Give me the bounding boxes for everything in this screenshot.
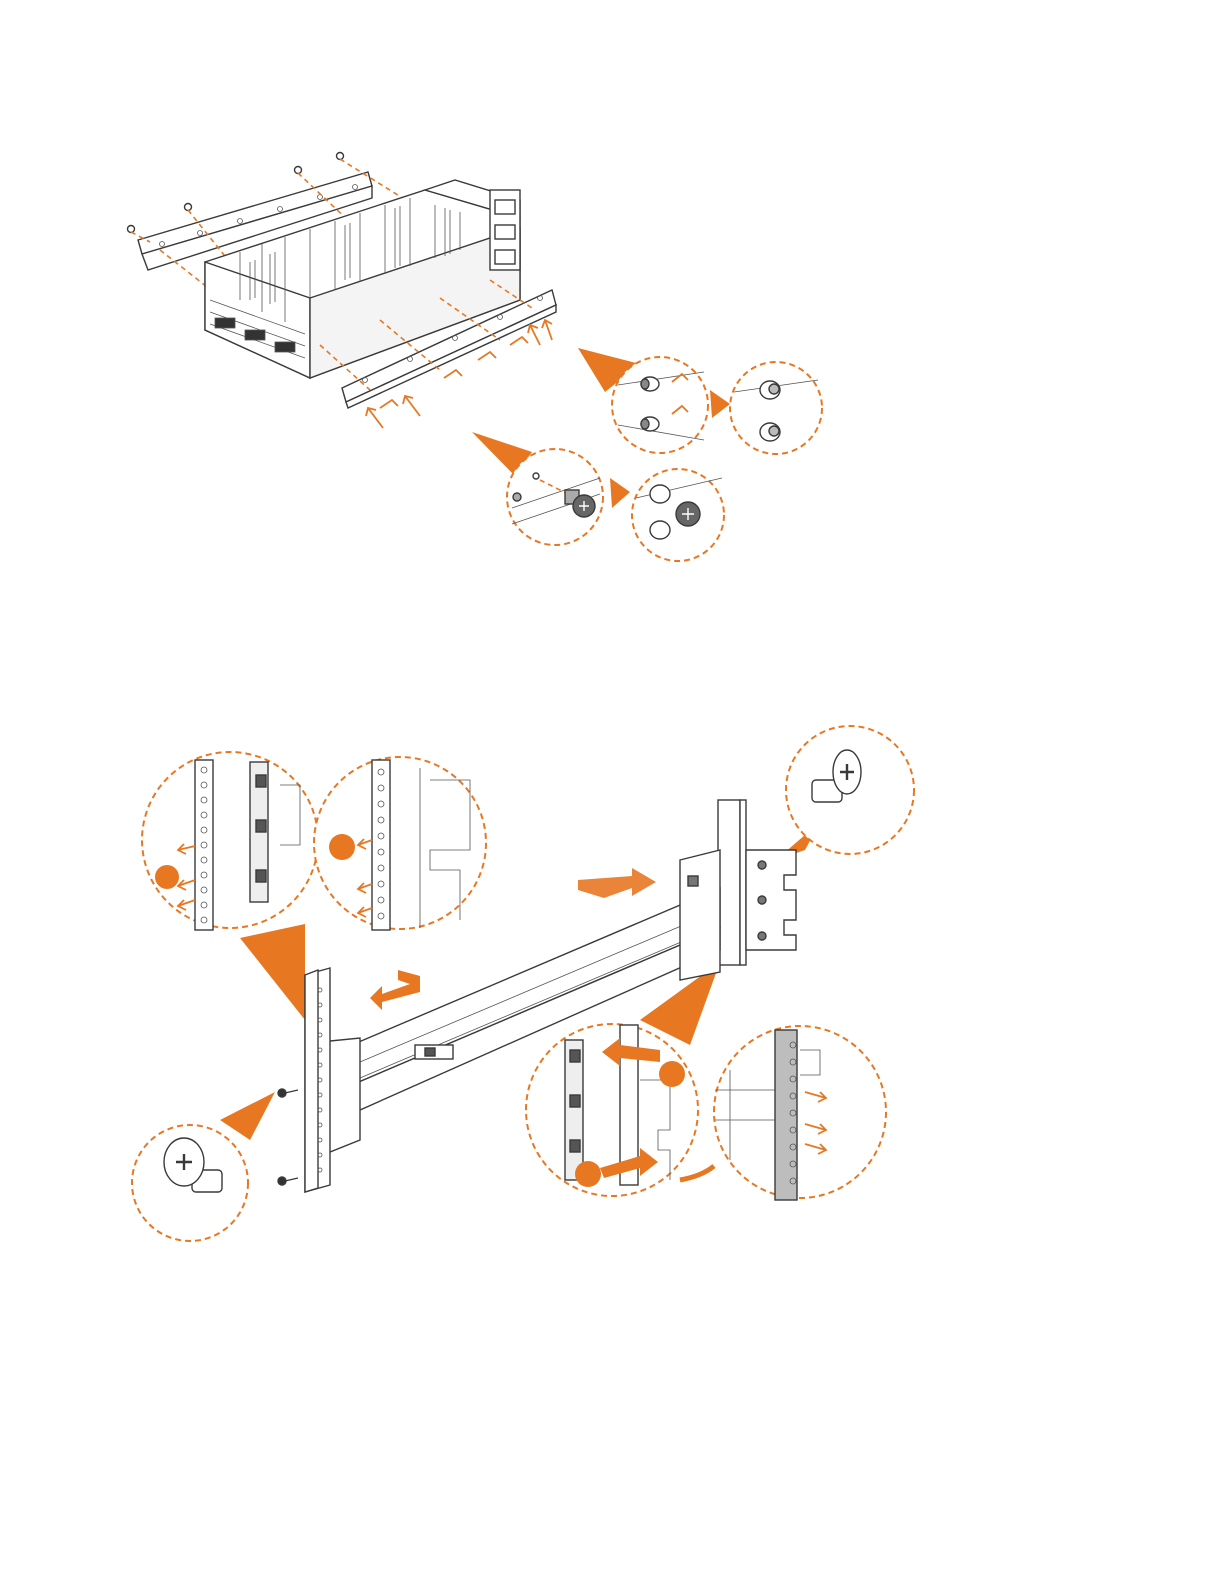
front-rail-seated-detail	[314, 757, 486, 930]
front-rail-latch-detail	[142, 752, 318, 930]
rack-rail-figure	[0, 700, 1224, 1280]
step-marker	[155, 865, 179, 889]
callout-pointer	[220, 1092, 275, 1140]
chassis-rail-diagram	[0, 0, 1224, 600]
rear-latch-detail	[526, 1024, 714, 1196]
step-marker	[329, 834, 355, 860]
chassis-rail-figure	[0, 0, 1224, 600]
thumbscrew-seated-detail	[632, 469, 724, 561]
screw-icon	[278, 1089, 298, 1185]
callout-pointer	[610, 478, 630, 508]
rear-rack-post	[718, 800, 746, 965]
step-marker	[659, 1061, 685, 1087]
screw-seated-detail	[730, 362, 822, 454]
rear-screw-detail	[786, 726, 914, 854]
rear-rail-seated-detail	[714, 1026, 886, 1200]
front-screw-detail	[132, 1125, 248, 1241]
step-marker	[575, 1161, 601, 1187]
callout-pointer	[710, 390, 730, 418]
thumbscrew-detail	[507, 449, 603, 545]
rack-rail-diagram	[0, 700, 1224, 1280]
callout-pointer	[240, 924, 305, 1020]
front-rack-post	[305, 968, 330, 1192]
screw-insert-detail	[612, 357, 708, 453]
